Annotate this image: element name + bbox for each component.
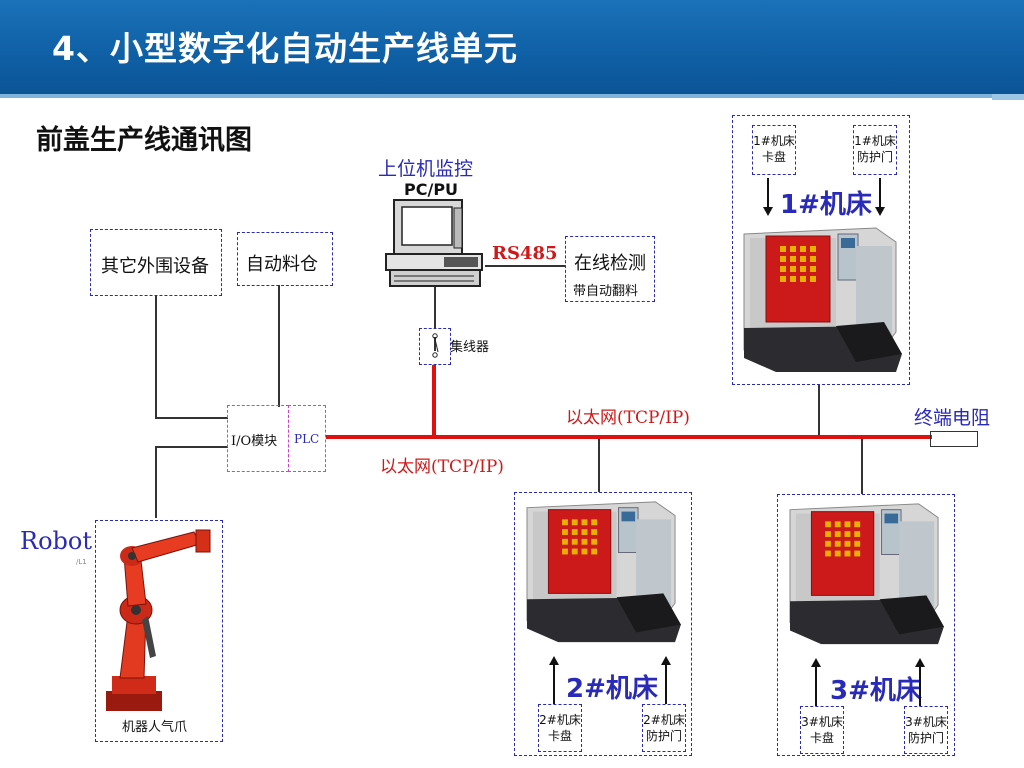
machine2-door-arrow-line	[665, 664, 667, 704]
machine1-chuck-arrow-line	[767, 178, 769, 208]
machine1-label: 1#机床	[780, 190, 872, 220]
cnc-lathe-2-icon	[519, 496, 685, 646]
header-corner-accent	[992, 94, 1024, 100]
diagram-title: 前盖生产线通讯图	[36, 125, 252, 156]
machine2-chuck-label: 2#机床 卡盘	[539, 713, 581, 743]
machine2-door-arrow-icon	[661, 656, 671, 665]
machine2-box	[514, 492, 692, 756]
connector-robot-v	[155, 446, 157, 518]
machine2-door-box	[642, 704, 686, 752]
auto-warehouse-box	[237, 232, 333, 286]
robot-caption: 机器人气爪	[122, 720, 188, 735]
terminator-resistor	[930, 431, 978, 447]
page-title: 4、小型数字化自动生产线单元	[52, 29, 518, 68]
ethernet-hub-drop	[432, 365, 436, 437]
machine3-door-arrow-icon	[915, 658, 925, 667]
hub-box	[419, 328, 451, 365]
machine3-chuck-label: 3#机床 卡盘	[801, 715, 843, 745]
other-peripherals-box	[90, 229, 222, 296]
other-peripherals-label: 其它外围设备	[101, 256, 209, 277]
hub-label: 集线器	[450, 340, 490, 355]
machine1-door-box	[853, 125, 897, 175]
computer-icon	[385, 199, 483, 287]
auto-warehouse-label: 自动料仓	[246, 254, 318, 275]
online-inspection-subtitle: 带自动翻料	[573, 284, 639, 299]
machine1-door-arrow-line	[879, 178, 881, 208]
connector-machine1-v	[818, 384, 820, 438]
connector-hub-v	[434, 337, 436, 351]
ethernet-label-bottom: 以太网(TCP/IP)	[380, 457, 504, 477]
connector-machine3-v	[861, 438, 863, 494]
machine3-label: 3#机床	[830, 676, 922, 706]
robot-arm-icon	[106, 529, 211, 711]
machine2-chuck-arrow-icon	[549, 656, 559, 665]
machine1-chuck-box	[752, 125, 796, 175]
robot-box	[95, 520, 223, 742]
machine3-door-arrow-line	[919, 666, 921, 706]
robot-label: Robot	[20, 527, 92, 555]
machine3-door-label: 3#机床 防护门	[905, 715, 947, 745]
pc-sublabel: PC/PU	[404, 180, 459, 199]
machine1-box	[732, 115, 910, 385]
cnc-lathe-1-icon	[736, 222, 906, 376]
robot-tag: /L1	[76, 558, 87, 566]
ethernet-label-top: 以太网(TCP/IP)	[566, 408, 690, 428]
machine3-chuck-arrow-line	[815, 666, 817, 706]
connector-peripherals-h	[155, 417, 228, 419]
ethernet-bus	[326, 435, 932, 439]
machine1-chuck-label: 1#机床 卡盘	[753, 134, 795, 164]
machine3-door-box	[904, 706, 948, 754]
connector-warehouse-v	[278, 285, 280, 407]
machine2-door-label: 2#机床 防护门	[643, 713, 685, 743]
machine3-box	[777, 494, 955, 756]
online-inspection-title: 在线检测	[574, 253, 646, 274]
machine2-label: 2#机床	[566, 674, 658, 704]
machine1-chuck-arrow-icon	[763, 207, 773, 216]
connector-rs485-h	[485, 265, 565, 267]
connector-machine2-v	[598, 438, 600, 492]
plc-box	[288, 405, 326, 472]
hub-switch-icon	[432, 333, 439, 358]
header-bar	[0, 0, 1024, 94]
machine1-door-label: 1#机床 防护门	[854, 134, 896, 164]
cnc-lathe-3-icon	[782, 498, 948, 648]
machine3-chuck-box	[800, 706, 844, 754]
header-stripe	[0, 94, 1024, 98]
io-module-label: I/O模块	[231, 434, 278, 449]
connector-pc-hub-v	[434, 285, 436, 329]
machine1-door-arrow-icon	[875, 207, 885, 216]
machine3-chuck-arrow-icon	[811, 658, 821, 667]
connector-robot-h	[155, 446, 228, 448]
machine2-chuck-arrow-line	[553, 664, 555, 704]
machine2-chuck-box	[538, 704, 582, 752]
rs485-label: RS485	[492, 243, 558, 264]
terminator-label: 终端电阻	[914, 407, 991, 429]
pc-label: 上位机监控	[378, 158, 474, 180]
online-inspection-box	[565, 236, 655, 302]
connector-peripherals-v	[155, 295, 157, 418]
plc-label: PLC	[294, 432, 320, 446]
